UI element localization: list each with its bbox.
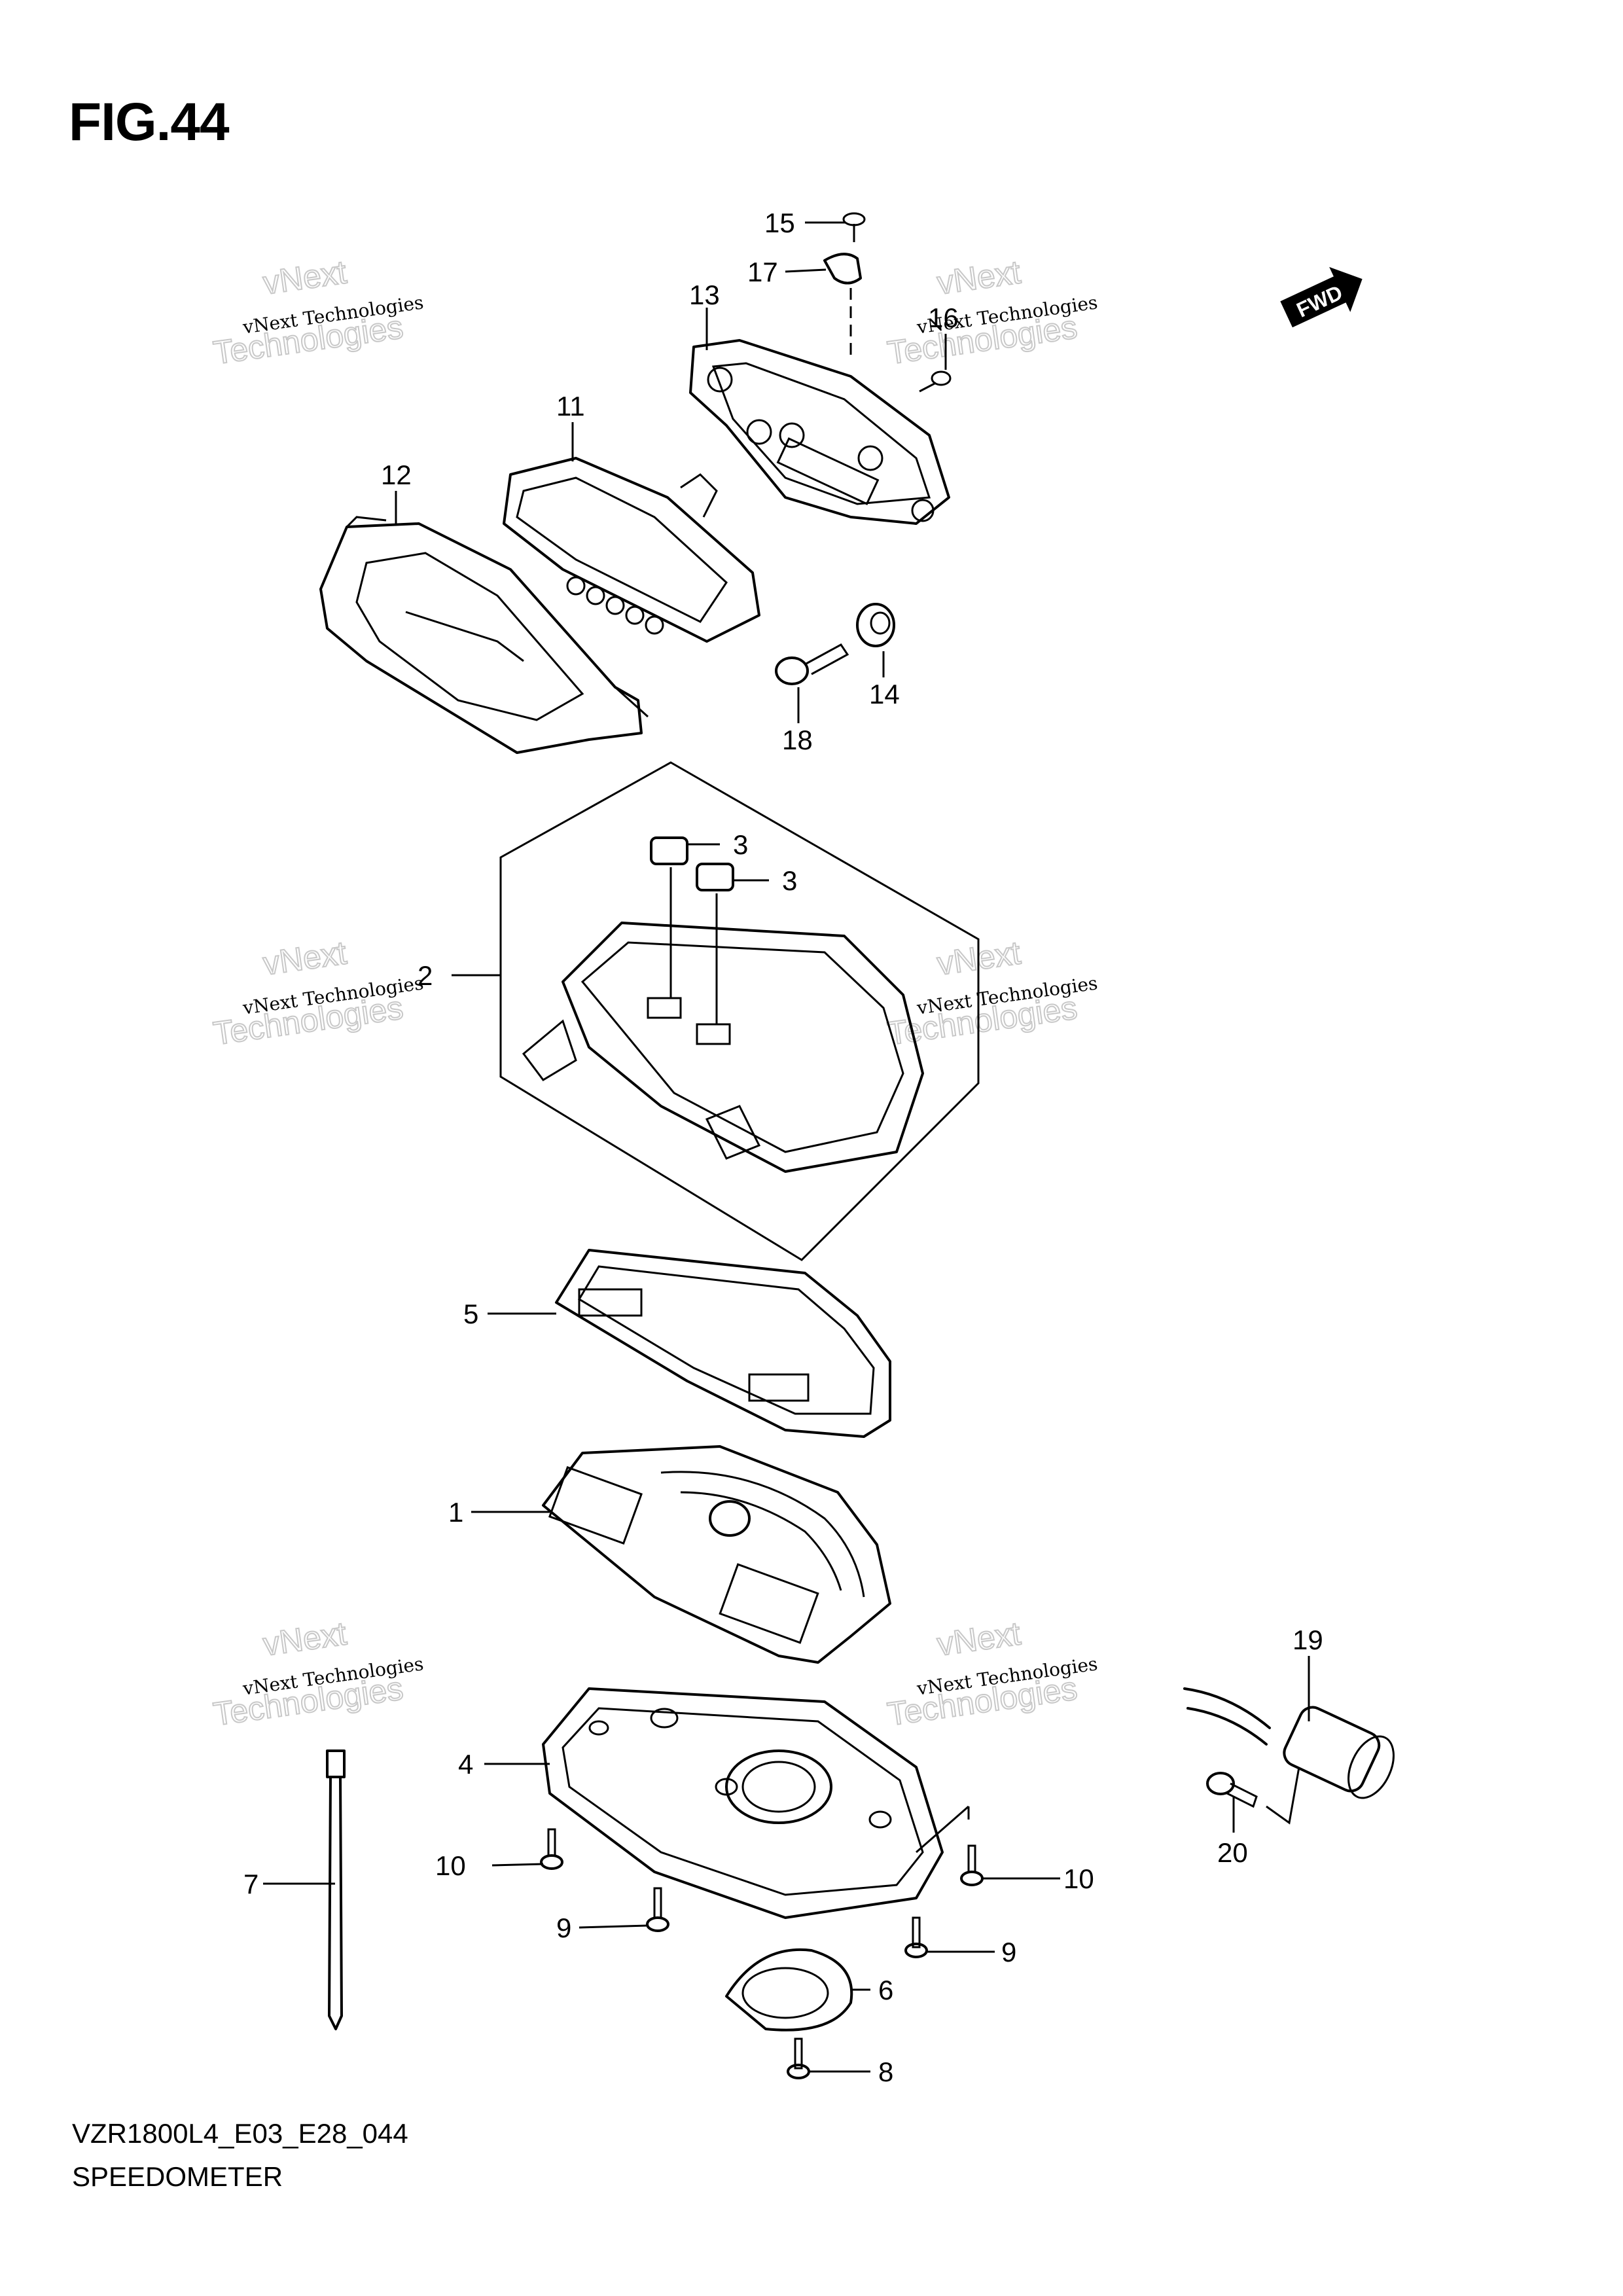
callout-7: 7: [243, 1869, 259, 1899]
part-5-lens-gasket: [555, 1249, 891, 1438]
part-9-screw: [904, 1916, 928, 1958]
part-4-lower-case: [542, 1687, 970, 1919]
part-10-screw: [960, 1844, 984, 1886]
watermark: vNext Technologies vNext Technologies: [885, 253, 1099, 372]
callout-14: 14: [869, 679, 900, 709]
svg-text:vNext: vNext: [260, 1615, 348, 1662]
callout-9-b: 9: [1001, 1937, 1016, 1967]
part-2-meter-assembly: [499, 761, 980, 1261]
section-name: SPEEDOMETER: [72, 2161, 283, 2192]
part-12-meter-visor: [319, 516, 649, 754]
part-7-cable-tie: [326, 1749, 346, 2030]
svg-text:vNext: vNext: [260, 934, 348, 982]
callout-15: 15: [764, 207, 795, 238]
svg-text:vNext: vNext: [935, 253, 1022, 301]
callout-3-a: 3: [733, 829, 748, 860]
part-16-screw: [919, 370, 952, 393]
part-19-speed-sensor: [1183, 1687, 1395, 1799]
model-code: VZR1800L4_E03_E28_044: [72, 2118, 408, 2149]
callout-13: 13: [689, 279, 720, 310]
watermark: vNext Technologies vNext Technologies: [211, 1614, 425, 1733]
callout-labels: 15 17 13 16 11 12 14 18 3 3 2 5 1 4 7 10…: [243, 207, 1323, 2087]
figure-title: FIG.44: [69, 92, 230, 152]
callout-12: 12: [381, 459, 412, 490]
watermark-group: vNext Technologies vNext Technologies vN…: [211, 253, 1099, 1733]
callout-17: 17: [747, 257, 778, 287]
watermark: vNext Technologies vNext Technologies: [211, 253, 425, 372]
part-9-screw: [646, 1887, 669, 1932]
watermark: vNext Technologies vNext Technologies: [211, 933, 425, 1052]
callout-8: 8: [878, 2056, 893, 2087]
callout-18: 18: [782, 725, 813, 755]
svg-text:vNext: vNext: [260, 253, 348, 301]
part-18-bolt: [775, 643, 849, 685]
part-6-plate: [725, 1948, 853, 2032]
callout-9-a: 9: [556, 1912, 571, 1943]
watermark: vNext Technologies vNext Technologies: [885, 1614, 1099, 1733]
callout-19: 19: [1293, 1624, 1323, 1655]
callout-4: 4: [458, 1749, 473, 1780]
fwd-arrow-icon: FWD: [1280, 266, 1363, 328]
callout-2: 2: [418, 960, 433, 991]
leader-lines: [263, 221, 1310, 2073]
callout-5: 5: [463, 1299, 478, 1329]
callout-20: 20: [1217, 1837, 1248, 1868]
callout-11: 11: [556, 391, 585, 422]
part-3-rubber-cap: [650, 836, 688, 865]
part-13-meter-bracket: [689, 339, 950, 525]
callout-3-b: 3: [782, 865, 797, 896]
part-1-meter-unit: [542, 1445, 891, 1664]
part-10-screw: [540, 1828, 563, 1870]
part-3-rubber-cap: [696, 863, 734, 891]
watermark: vNext Technologies vNext Technologies: [885, 933, 1099, 1052]
part-15-screw: [842, 212, 866, 242]
part-11-meter-case: [503, 457, 760, 643]
callout-10-b: 10: [1063, 1863, 1094, 1894]
callout-16: 16: [928, 302, 959, 333]
svg-text:vNext: vNext: [935, 1615, 1022, 1662]
callout-10-a: 10: [435, 1850, 466, 1881]
part-14-grommet: [856, 603, 895, 647]
callout-6: 6: [878, 1975, 893, 2005]
callout-1: 1: [448, 1497, 463, 1528]
part-17-clamp: [823, 253, 862, 357]
part-8-screw: [787, 2037, 810, 2079]
part-20-bolt: [1206, 1767, 1300, 1825]
